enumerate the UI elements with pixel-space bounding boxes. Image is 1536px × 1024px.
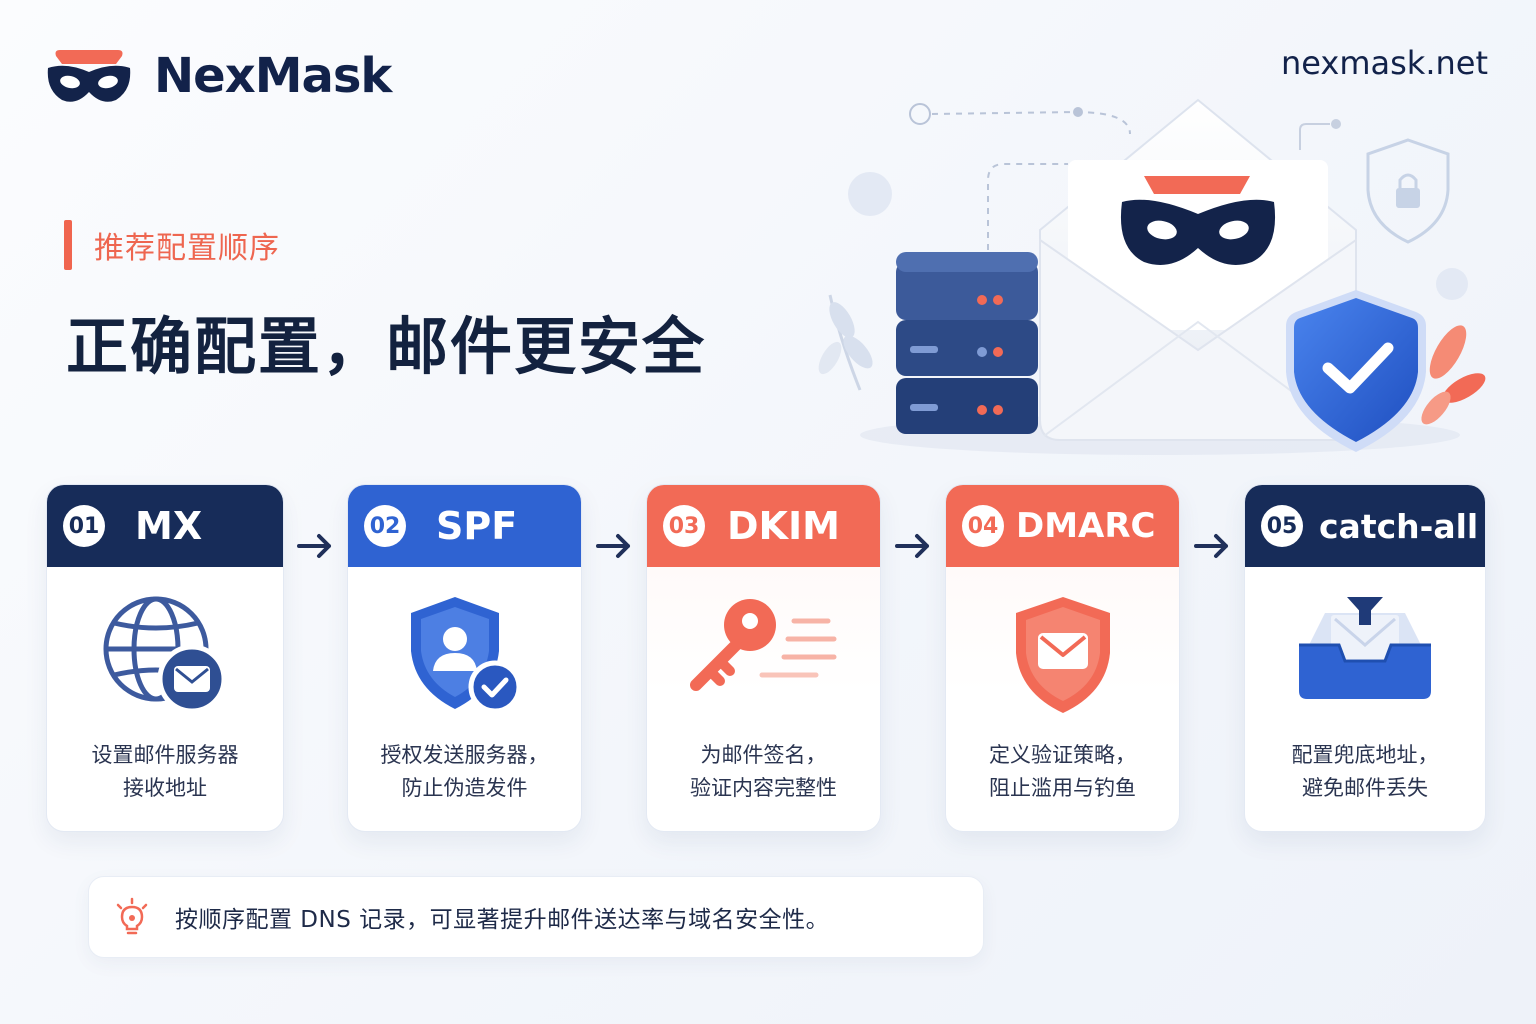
- eyebrow-text: 推荐配置顺序: [94, 231, 280, 266]
- desc-line-1: 配置兜底地址，: [1291, 743, 1439, 767]
- tip-banner: 按顺序配置 DNS 记录，可显著提升邮件送达率与域名安全性。: [88, 876, 984, 958]
- hero-illustration: [818, 98, 1486, 455]
- step-description: 授权发送服务器， 防止伪造发件: [348, 739, 581, 805]
- step-header: 03 DKIM: [647, 485, 880, 567]
- step-label: catch-all: [1319, 506, 1479, 546]
- step-description: 为邮件签名， 验证内容完整性: [647, 739, 880, 805]
- shield-user-check-icon: [410, 597, 521, 714]
- step-header: 01 MX: [47, 485, 283, 567]
- step-card-dmarc[interactable]: 04 DMARC 定义验证策略， 阻止滥用与钓鱼: [945, 484, 1180, 832]
- desc-line-2: 避免邮件丢失: [1302, 776, 1428, 800]
- step-header: 04 DMARC: [946, 485, 1179, 567]
- step-description: 设置邮件服务器 接收地址: [47, 739, 283, 805]
- site-domain[interactable]: nexmask.net: [1280, 44, 1488, 82]
- arrow-right-icon: [895, 534, 929, 558]
- arrow-right-icon: [297, 534, 331, 558]
- step-header: 05 catch-all: [1245, 485, 1485, 567]
- step-number: 01: [63, 505, 105, 547]
- desc-line-1: 为邮件签名，: [700, 743, 827, 767]
- step-header: 02 SPF: [348, 485, 581, 567]
- step-number: 02: [364, 505, 406, 547]
- server-stack-icon: [896, 252, 1038, 434]
- arrow-right-icon: [1194, 534, 1228, 558]
- desc-line-2: 阻止滥用与钓鱼: [989, 776, 1136, 800]
- step-label: DKIM: [727, 504, 840, 548]
- tip-text: 按顺序配置 DNS 记录，可显著提升邮件送达率与域名安全性。: [175, 907, 830, 933]
- desc-line-1: 设置邮件服务器: [91, 743, 239, 767]
- step-number: 05: [1261, 505, 1303, 547]
- step-description: 配置兜底地址， 避免邮件丢失: [1245, 739, 1485, 805]
- desc-line-2: 接收地址: [123, 776, 207, 800]
- shield-mail-icon: [1015, 597, 1110, 713]
- step-card-catch-all[interactable]: 05 catch-all 配置兜底地址， 避免邮件丢失: [1244, 484, 1486, 832]
- step-card-dkim[interactable]: 03 DKIM 为邮件签名， 验证内容完整性: [646, 484, 881, 832]
- step-label: SPF: [436, 504, 518, 548]
- desc-line-2: 防止伪造发件: [401, 776, 528, 800]
- mask-logo-icon: [47, 50, 131, 102]
- desc-line-2: 验证内容完整性: [690, 776, 837, 800]
- accent-bar: [64, 220, 72, 270]
- step-description: 定义验证策略， 阻止滥用与钓鱼: [946, 739, 1179, 805]
- lightbulb-icon: [116, 897, 148, 935]
- check-shield-icon: [1286, 290, 1426, 452]
- step-card-mx[interactable]: 01 MX 设置邮件服务器 接收地址: [46, 484, 284, 832]
- globe-mail-icon: [103, 596, 227, 714]
- arrow-right-icon: [596, 534, 630, 558]
- key-icon: [689, 599, 836, 691]
- desc-line-1: 定义验证策略，: [989, 743, 1136, 767]
- page-title: 正确配置，邮件更安全: [66, 310, 707, 383]
- step-number: 04: [962, 505, 1004, 547]
- brand-name: NexMask: [154, 48, 392, 104]
- section-eyebrow: 推荐配置顺序: [64, 220, 280, 270]
- step-label: MX: [135, 504, 203, 548]
- brand-logo[interactable]: NexMask: [46, 46, 392, 106]
- inbox-tray-icon: [1299, 597, 1431, 699]
- step-number: 03: [663, 505, 705, 547]
- step-card-spf[interactable]: 02 SPF 授权发送服务器， 防止伪造发件: [347, 484, 582, 832]
- desc-line-1: 授权发送服务器，: [380, 743, 549, 767]
- step-label: DMARC: [1016, 506, 1156, 546]
